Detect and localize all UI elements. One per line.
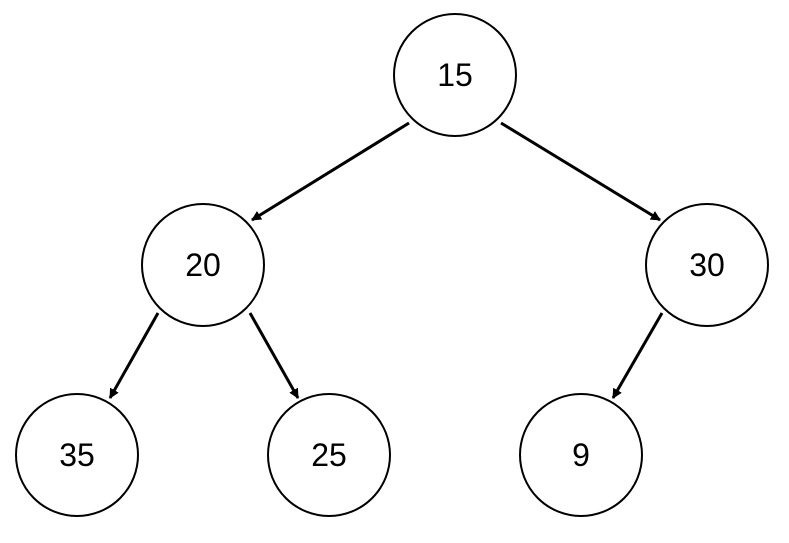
tree-node-30: 30	[645, 203, 769, 327]
tree-node-35: 35	[15, 393, 139, 517]
tree-node-label: 15	[437, 57, 473, 93]
edge-15-20	[251, 121, 410, 222]
tree-node-label: 25	[311, 437, 347, 473]
edge-20-35	[108, 312, 160, 399]
tree-node-label: 30	[689, 247, 725, 283]
tree-node-label: 35	[59, 437, 95, 473]
tree-node-label: 20	[185, 247, 221, 283]
edge-20-25	[248, 312, 300, 399]
edge-30-9	[611, 312, 664, 399]
edge-15-30	[500, 121, 661, 222]
tree-node-15: 15	[393, 13, 517, 137]
tree-node-9: 9	[519, 393, 643, 517]
tree-node-20: 20	[141, 203, 265, 327]
tree-node-label: 9	[572, 437, 590, 473]
tree-node-25: 25	[267, 393, 391, 517]
